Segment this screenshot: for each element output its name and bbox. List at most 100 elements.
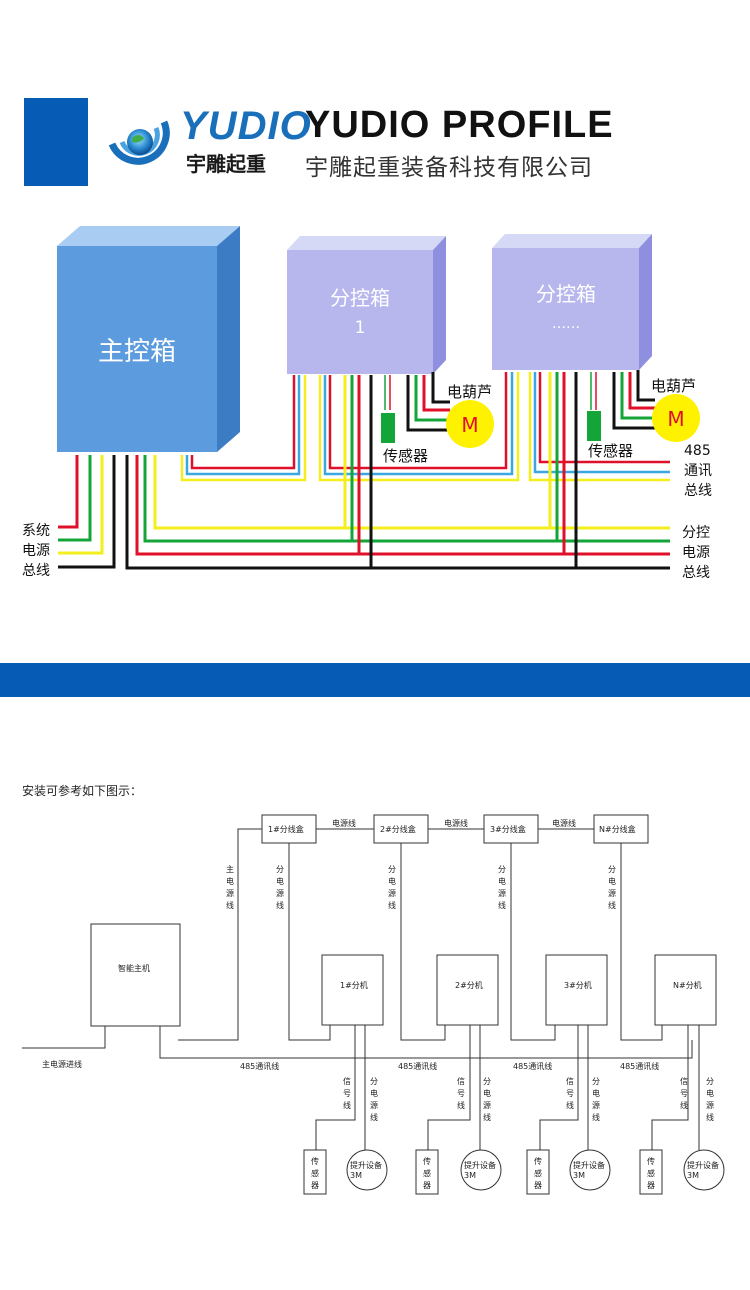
branch-power-3-1: 分 [498,865,506,874]
sub-box-n-number: …… [552,316,580,332]
lift-3-sub: 3M [573,1171,585,1180]
lift-power-3-4: 线 [592,1112,600,1122]
signal-3-1: 信 [566,1076,574,1086]
signal-2-3: 线 [457,1100,465,1110]
power-line-label-3: 电源线 [552,818,576,828]
comm-line-label-2: 485通讯线 [398,1061,437,1071]
lift-device-n [683,1149,725,1191]
lift-device-1 [346,1149,388,1191]
system-bus-label-2: 电源 [22,543,50,559]
lift-power-1-3: 源 [370,1101,378,1110]
system-bus-label-1: 系统 [22,523,50,539]
sensor-1-c2: 感 [311,1168,319,1178]
sensor-2-c1: 传 [423,1156,431,1166]
brand-subtitle: 宇雕起重装备科技有限公司 [305,155,593,181]
sensor-label-n: 传感器 [588,442,633,460]
bus-485-label-3: 总线 [684,483,712,499]
signal-3-2: 号 [566,1089,574,1098]
main-control-box: 主控箱 [57,226,240,452]
section-divider-band [0,663,750,697]
signal-n-3: 线 [680,1100,688,1110]
branch-power-1-1: 分 [276,865,284,874]
sensor-1-c3: 器 [311,1181,319,1190]
install-sensor-1 [303,1149,327,1195]
wiring-diagram: 主控箱 分控箱 1 分控箱 …… [22,226,712,581]
motor-n: M [652,394,700,442]
header: YUDIO 宇雕起重 YUDIO PROFILE 宇雕起重装备科技有限公司 [0,0,750,200]
power-line-label-2: 电源线 [444,818,468,828]
power-line-label-1: 电源线 [332,818,356,828]
sensor-n-c2: 感 [647,1168,655,1178]
branch-power-2-3: 源 [388,889,396,898]
sensor-1 [381,413,395,443]
slave-box-3 [545,954,608,1026]
host-label: 智能主机 [118,963,150,973]
hoist-label-1: 电葫芦 [447,383,492,401]
lift-power-1-1: 分 [370,1077,378,1086]
slave-3-label: 3#分机 [564,980,592,990]
sub-bus-label-2: 电源 [682,545,710,561]
bus-485-lines [180,372,670,482]
signal-2-2: 号 [457,1089,465,1098]
install-diagram: 1#分线盒 2#分线盒 3#分线盒 N#分线盒 电源线 电源线 电源线 主 电 … [22,814,725,1195]
slave-2-label: 2#分机 [455,980,483,990]
system-power-bus [58,455,116,569]
sub-box-power-drops [343,372,578,568]
lift-3-label: 提升设备 [573,1160,605,1170]
branch-power-n-1: 分 [608,865,616,874]
sub-box-1-title: 分控箱 [330,286,390,310]
comm-line-label-4: 485通讯线 [620,1061,659,1071]
sub-control-box-1: 分控箱 1 [287,236,446,374]
sub-bus-label-3: 总线 [682,565,710,581]
lift-1-label: 提升设备 [350,1160,382,1170]
lift-power-n-1: 分 [706,1077,714,1086]
lift-power-n-3: 源 [706,1101,714,1110]
install-sensor-2 [415,1149,439,1195]
main-box-label: 主控箱 [98,337,176,367]
branch-power-3-4: 线 [498,900,506,910]
hoist-wiring-n [590,370,655,430]
sensor-3-c2: 感 [534,1168,542,1178]
system-bus-label-3: 总线 [22,563,50,579]
lift-n-label: 提升设备 [687,1160,719,1170]
lift-n-sub: 3M [687,1171,699,1180]
main-power-in-label: 主电源进线 [42,1059,82,1069]
hoist-wiring-1 [384,372,450,432]
branch-power-1-3: 源 [276,889,284,898]
signal-1-2: 号 [343,1089,351,1098]
host-box [90,923,181,1027]
sub-box-n-title: 分控箱 [536,282,596,306]
slave-box-1 [321,954,384,1026]
install-sensor-3 [526,1149,550,1195]
signal-2-1: 信 [457,1076,465,1086]
junction-box-2-label: 2#分线盒 [380,824,416,834]
branch-power-n-4: 线 [608,900,616,910]
lift-power-2-2: 电 [483,1088,491,1098]
bus-485-label-1: 485 [684,443,711,459]
brand-title: YUDIO PROFILE [305,104,614,146]
junction-box-1-label: 1#分线盒 [268,824,304,834]
sensor-2-c3: 器 [423,1181,431,1190]
branch-power-2-2: 电 [388,876,396,886]
lift-device-3 [569,1149,611,1191]
lift-power-3-1: 分 [592,1077,600,1086]
branch-power-2-1: 分 [388,865,396,874]
logo-wordmark: YUDIO [180,104,312,148]
signal-1-1: 信 [343,1076,351,1086]
sensor-n-c1: 传 [647,1156,655,1166]
lift-power-3-2: 电 [592,1088,600,1098]
signal-3-3: 线 [566,1100,574,1110]
sensor-1-c1: 传 [311,1156,319,1166]
sub-bus-label-1: 分控 [682,525,710,541]
globe-logo-icon [108,120,170,165]
slave-box-2 [436,954,499,1026]
slave-n-label: N#分机 [673,980,702,990]
branch-power-n-3: 源 [608,889,616,898]
sub-box-1-number: 1 [355,318,366,338]
lift-power-2-3: 源 [483,1101,491,1110]
signal-n-2: 号 [680,1089,688,1098]
logo-chinese-name: 宇雕起重 [186,152,266,176]
sensor-label-1: 传感器 [383,447,428,465]
lift-2-sub: 3M [464,1171,476,1180]
lift-1-sub: 3M [350,1171,362,1180]
